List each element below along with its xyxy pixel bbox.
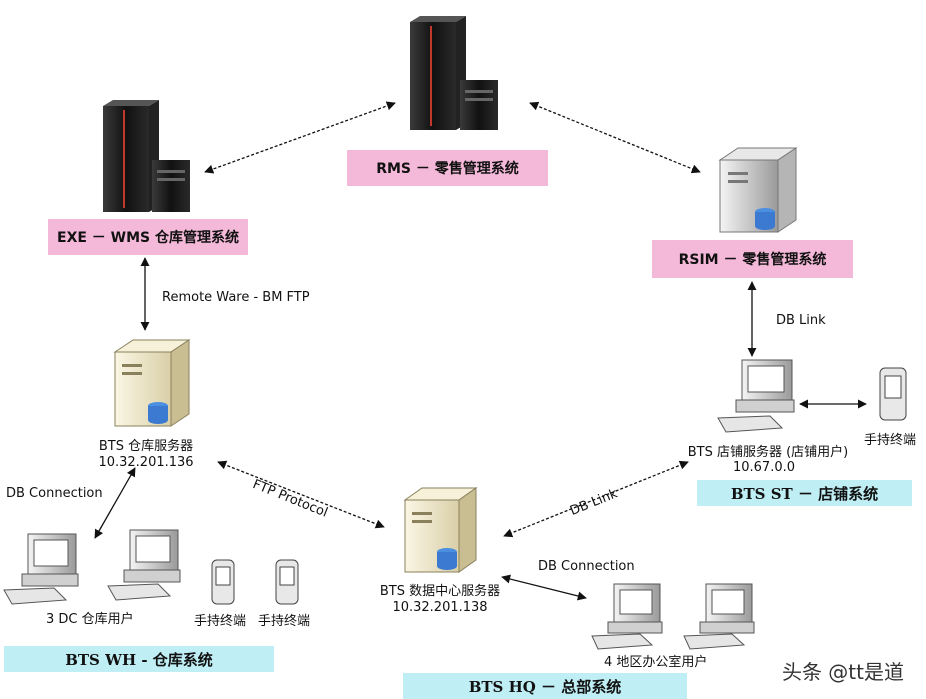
office-workstation-icon-1 [591,583,663,650]
exe-wms-label: EXE － WMS 仓库管理系统 [48,219,248,255]
bts-hq-server-name: BTS 数据中心服务器 [379,584,501,599]
store-handheld-icon [879,367,907,421]
bts-st-group-label: BTS ST － 店铺系统 [697,480,912,506]
edge-label-remote-ware: Remote Ware - BM FTP [162,290,310,305]
edge-btswh-dc [94,467,136,539]
bts-hq-server-ip: 10.32.201.138 [392,600,488,615]
bts-hq-server-icon [403,487,478,573]
wh-handheld-label-1: 手持终端 [194,614,247,629]
bts-hq-group-label: BTS HQ － 总部系统 [403,673,687,699]
bts-st-workstation-icon [717,359,795,433]
watermark: 头条 @tt是道 [781,660,904,684]
edge-label-db-link-store: DB Link [776,313,826,328]
rsim-server-icon [718,147,798,233]
bts-wh-group-label: BTS WH - 仓库系统 [4,646,274,672]
dc-workstation-icon-2 [107,529,181,601]
store-handheld-label: 手持终端 [864,433,917,448]
bts-wh-server-name: BTS 仓库服务器 [98,439,194,454]
wh-handheld-icon-1 [211,559,235,605]
wh-handheld-label-2: 手持终端 [258,614,311,629]
edge-rms-exe [204,101,396,174]
office-users-label: 4 地区办公室用户 [604,655,708,670]
bts-wh-server-icon [113,339,191,427]
rms-server-icon [410,16,498,130]
edge-label-db-connection-wh: DB Connection [6,486,103,501]
wh-handheld-icon-2 [275,559,299,605]
exe-wms-server-icon [103,100,190,212]
edge-btshq-office [501,574,587,601]
rsim-label: RSIM － 零售管理系统 [652,240,853,278]
rms-label: RMS － 零售管理系统 [347,150,548,186]
dc-users-label: 3 DC 仓库用户 [46,612,134,627]
edge-label-db-connection-hq: DB Connection [538,559,635,574]
dc-workstation-icon-1 [3,533,79,605]
office-workstation-icon-2 [683,583,755,650]
connectors [94,101,867,601]
bts-store-server-ip: 10.67.0.0 [732,460,796,475]
edge-rms-rsim [529,101,701,174]
bts-store-server-name: BTS 店铺服务器 (店铺用户) [687,445,849,460]
bts-wh-server-ip: 10.32.201.136 [98,455,194,470]
edge-btsst-btshq [503,460,689,538]
